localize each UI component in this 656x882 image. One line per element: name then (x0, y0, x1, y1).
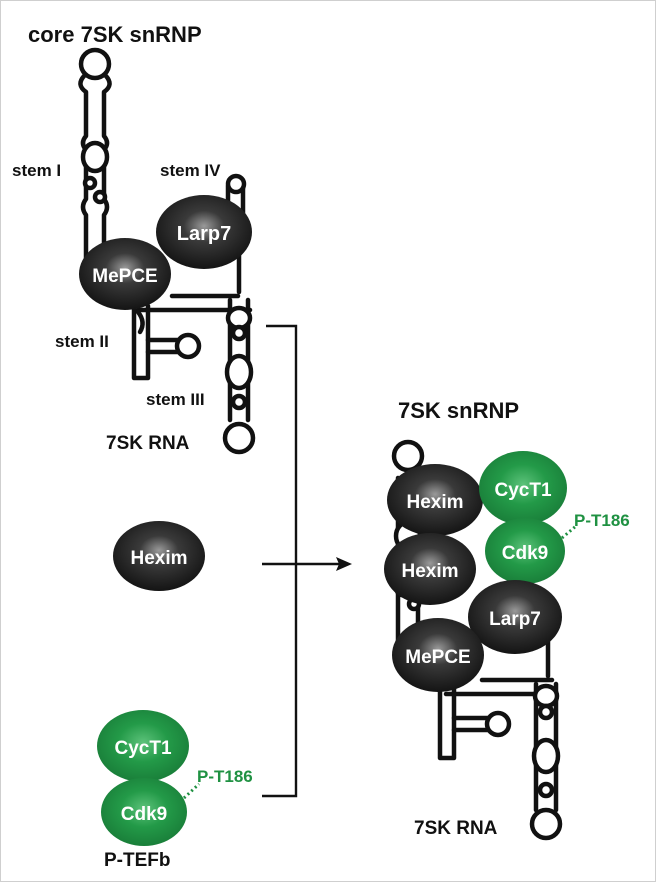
svg-text:Larp7: Larp7 (489, 609, 541, 630)
right-cyct1-protein: CycT1 (479, 451, 567, 525)
svg-text:Hexim: Hexim (406, 492, 463, 513)
svg-text:CycT1: CycT1 (114, 738, 171, 759)
stem-i-label: stem I (12, 161, 61, 180)
svg-text:Hexim: Hexim (130, 548, 187, 569)
stem-iii-label: stem III (146, 390, 205, 409)
svg-text:Hexim: Hexim (401, 561, 458, 582)
right-hexim-bottom-protein: Hexim (384, 533, 476, 605)
svg-text:Cdk9: Cdk9 (121, 804, 167, 825)
assembly-bracket (262, 324, 298, 798)
right-phospho-link (561, 524, 577, 540)
right-7sk-rna-label: 7SK RNA (414, 818, 498, 839)
svg-text:MePCE: MePCE (405, 647, 470, 668)
left-phospho-link (182, 782, 201, 800)
svg-text:MePCE: MePCE (92, 266, 157, 287)
right-phospho-label: P-T186 (574, 511, 630, 530)
left-7sk-rna-label: 7SK RNA (106, 433, 190, 454)
ptefb-label: P-TEFb (104, 850, 171, 871)
snrnp-title: 7SK snRNP (398, 398, 519, 423)
core-snrnp-title: core 7SK snRNP (28, 22, 202, 47)
assembly-arrow-head (336, 557, 352, 571)
left-cdk9-protein: Cdk9 (101, 778, 187, 846)
right-cdk9-protein: Cdk9 (485, 518, 565, 584)
left-7sk-rna-structure (78, 47, 256, 455)
stem-ii-label: stem II (55, 332, 109, 351)
svg-text:CycT1: CycT1 (494, 480, 551, 501)
right-mepce-protein: MePCE (392, 618, 484, 692)
right-hexim-top-protein: Hexim (387, 464, 483, 536)
stem-iv-label: stem IV (160, 161, 221, 180)
left-larp7-protein: Larp7 (156, 195, 252, 269)
left-cyct1-protein: CycT1 (97, 710, 189, 782)
svg-text:Larp7: Larp7 (177, 223, 231, 245)
left-hexim-protein: Hexim (113, 521, 205, 591)
left-mepce-protein: MePCE (79, 238, 171, 310)
left-phospho-label: P-T186 (197, 767, 253, 786)
svg-text:Cdk9: Cdk9 (502, 543, 548, 564)
right-larp7-protein: Larp7 (468, 580, 562, 654)
